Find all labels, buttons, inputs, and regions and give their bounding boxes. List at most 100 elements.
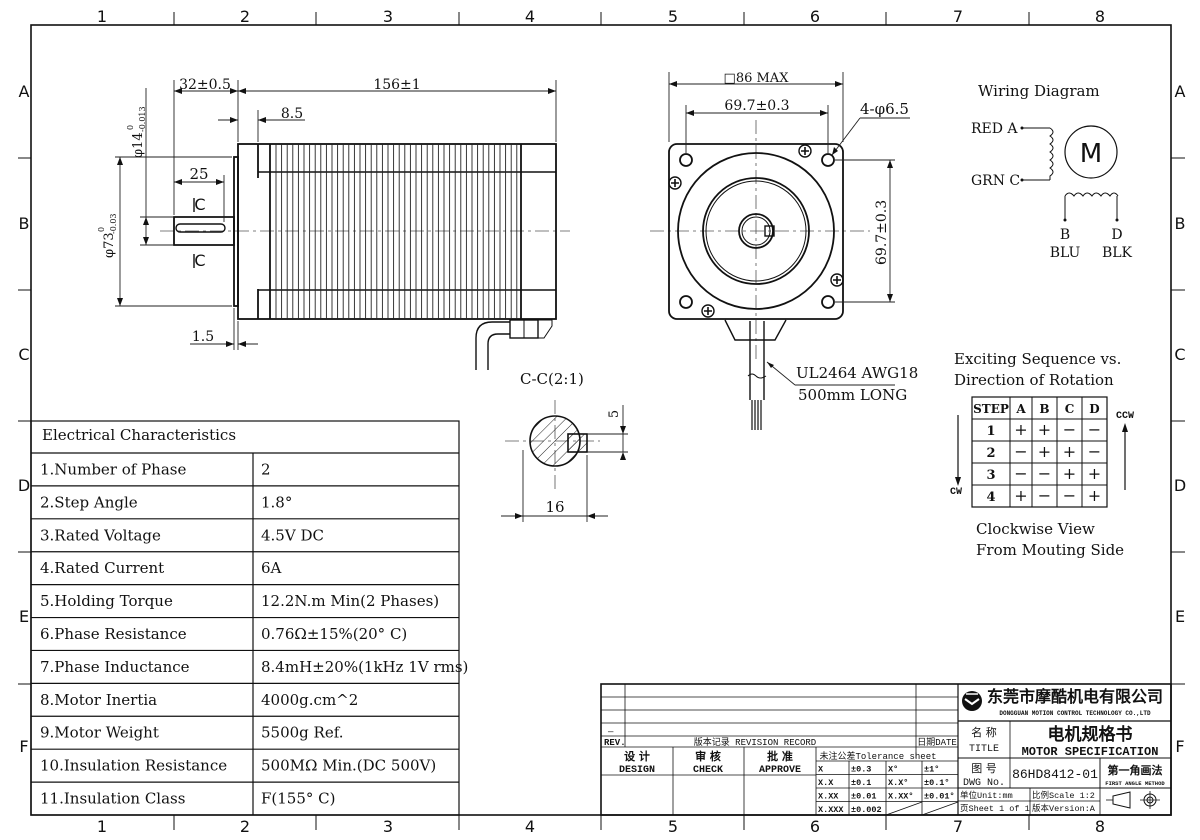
row-label: E [1175,607,1185,626]
sequence-cell: + [1088,486,1101,505]
tolerance-title: 未注公差Tolerance sheet [819,750,936,762]
electrical-value: 2 [261,460,271,478]
electrical-label: 10.Insulation Resistance [40,757,227,775]
cable-spec: UL2464 AWG18 [796,364,918,382]
col-label: 1 [97,7,107,26]
scale-label: 比例Scale 1:2 [1032,790,1095,801]
col-label: 5 [668,817,678,836]
company-name-cn: 东莞市摩酷机电有限公司 [987,687,1163,706]
mount-hole [821,295,835,309]
dim-pilot-dia-tol-lower: -0.03 [109,213,118,234]
electrical-value: 6A [261,559,282,577]
wiring-title: Wiring Diagram [978,82,1100,100]
electrical-label: 5.Holding Torque [40,592,173,610]
tolerance-cell: X° [888,765,898,775]
wire-b-color: BLU [1050,245,1081,261]
wire-d: D [1111,227,1122,243]
ccw-label: CCW [1116,411,1134,422]
dim-pilot-thickness: 1.5 [192,329,214,345]
cable-length: 500mm LONG [798,386,907,404]
electrical-value: 8.4mH±20%(1kHz 1V rms) [261,658,468,676]
section-mark-top: C [194,195,205,214]
dwg-label-cn: 图 号 [971,762,997,775]
electrical-row: 5.Holding Torque 12.2N.m Min(2 Phases) [40,592,439,610]
projection-en: FIRST ANGLE METHOD [1105,780,1165,787]
title-label-en: TITLE [969,744,999,755]
row-labels-right: A B C D E F [1174,82,1186,756]
tolerance-cell: ±0.01 [851,792,877,802]
sequence-cell: − [1088,420,1101,439]
col-label: 2 [240,7,250,26]
sequence-title-2: Direction of Rotation [954,371,1114,389]
electrical-value: 12.2N.m Min(2 Phases) [261,592,439,610]
front-view: □86 MAX 69.7±0.3 69.7±0.3 4-φ6.5 UL2464 … [650,71,918,430]
sequence-cell: 2 [986,446,995,461]
col-label: 1 [97,817,107,836]
column-labels-bottom: 1 2 3 4 5 6 7 8 [97,817,1105,836]
approve-cn: 批 准 [767,749,793,763]
unit-label: 单位Unit:mm [960,790,1013,801]
sequence-cell: 3 [986,468,995,483]
col-label: 2 [240,817,250,836]
sequence-cell: − [1014,442,1027,461]
electrical-row: 7.Phase Inductance 8.4mH±20%(1kHz 1V rms) [40,658,468,676]
approve-en: APPROVE [759,765,801,776]
row-label: F [19,737,28,756]
mount-hole [679,295,693,309]
sequence-cell: + [1088,464,1101,483]
row-label: E [19,607,29,626]
row-label: A [19,82,30,101]
rev-label: REV. [604,738,626,748]
electrical-label: 7.Phase Inductance [40,658,190,676]
electrical-value: 4.5V DC [261,526,324,544]
sequence-cell: − [1063,420,1076,439]
wire-grn-c: GRN C [971,173,1020,189]
sequence-cell: 1 [986,424,995,439]
sequence-cell: + [1014,420,1027,439]
wire-b: B [1060,227,1070,243]
motor-label: M [1080,139,1102,169]
tolerance-cell: ±0.1° [924,778,950,788]
row-label: C [18,345,29,364]
doc-title-en: MOTOR SPECIFICATION [1022,745,1159,759]
screw-icon [668,144,844,318]
dwg-number: 86HD8412-01 [1012,767,1098,782]
electrical-characteristics-table: Electrical Characteristics 1.Number of P… [30,420,468,816]
dim-pilot-dia: φ73 [102,232,117,258]
row-label: C [1174,345,1185,364]
col-label: 7 [953,817,963,836]
section-dim-key: 5 [607,410,622,418]
row-label: D [1174,476,1186,495]
rev-mark: — [607,727,614,737]
column-labels-top: 1 2 3 4 5 6 7 8 [97,7,1105,26]
tolerance-cell: X.X [818,778,834,788]
electrical-label: 3.Rated Voltage [40,526,161,544]
electrical-label: 2.Step Angle [40,493,138,511]
col-label: 8 [1095,7,1105,26]
company-logo-icon [962,691,982,711]
sequence-cell: − [1038,486,1051,505]
row-label: B [19,214,30,233]
version-label: 版本Version:A [1032,803,1096,814]
sequence-title-1: Exciting Sequence vs. [954,350,1121,368]
doc-title-cn: 电机规格书 [1048,724,1133,745]
sequence-cell: − [1014,464,1027,483]
sequence-header: STEP [973,402,1009,416]
dim-shaft-length: 32±0.5 [179,77,231,93]
dim-hole-spacing-v: 69.7±0.3 [874,200,890,265]
dim-max-square: □86 MAX [724,71,790,86]
wire-red-a: RED A [971,121,1018,137]
dim-pilot-dia-tol-upper: 0 [97,227,106,232]
check-en: CHECK [693,765,723,776]
design-cn: 设 计 [624,749,650,763]
electrical-label: 4.Rated Current [40,559,164,577]
revision-record: 版本记录 REVISION RECORD [694,736,816,748]
dim-body-length: 156±1 [373,77,420,93]
section-dim-width: 16 [545,498,564,516]
dim-shaft-dia-tol-upper: 0 [126,125,135,130]
col-label: 3 [383,7,393,26]
